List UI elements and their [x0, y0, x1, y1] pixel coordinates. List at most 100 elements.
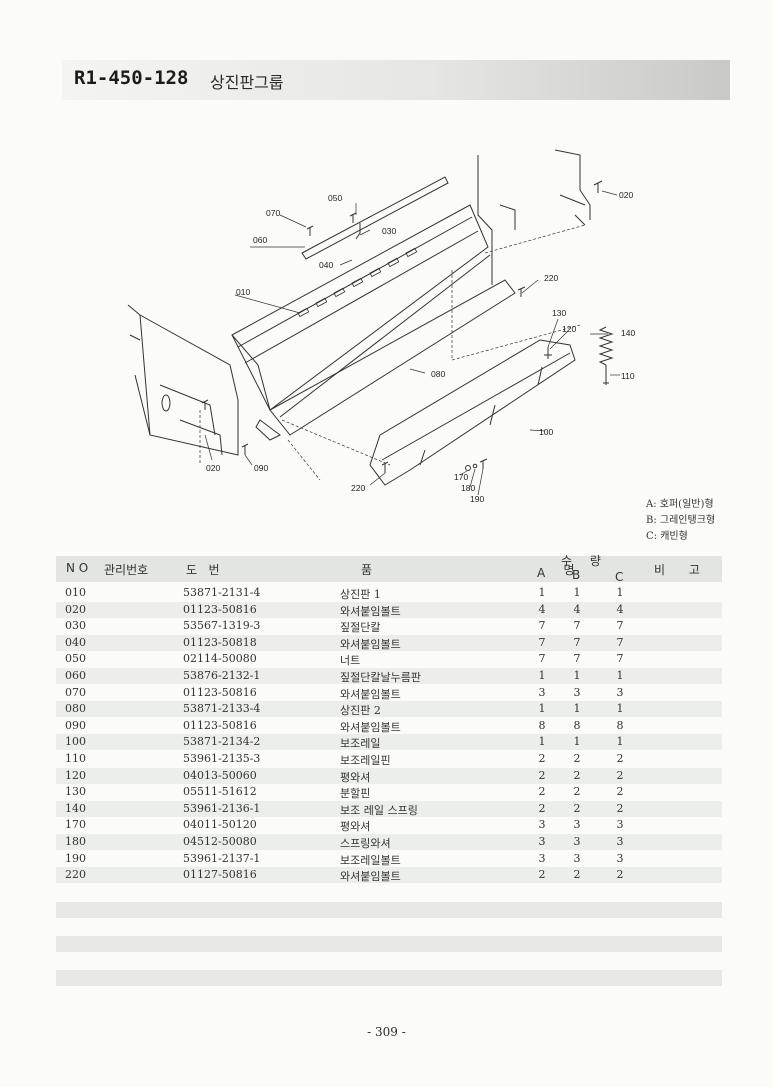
- cell-c: 2: [616, 768, 624, 782]
- cell-a: 2: [538, 785, 546, 799]
- cell-no: 100: [65, 735, 86, 749]
- cell-b: 1: [573, 735, 581, 749]
- cell-name: 짚절단칼: [340, 621, 381, 635]
- cell-no: 120: [65, 768, 86, 782]
- cell-a: 3: [538, 835, 546, 848]
- cell-a: 2: [538, 801, 546, 815]
- cell-a: 2: [538, 868, 546, 882]
- cell-b: 2: [573, 752, 581, 765]
- cell-drawing: 05511-51612: [183, 785, 257, 799]
- page-number: - 309 -: [367, 1025, 406, 1039]
- cell-c: 3: [616, 851, 624, 865]
- legend-item: A: 호퍼(일반)형: [646, 499, 714, 510]
- cell-c: 1: [616, 669, 624, 682]
- cell-name: 짚절단칼날누름판: [340, 671, 421, 684]
- cell-no: 190: [65, 851, 86, 865]
- cell-a: 8: [538, 718, 546, 732]
- cell-b: 2: [573, 801, 581, 815]
- cell-name: 와셔붙임볼트: [340, 604, 401, 618]
- cell-no: 130: [65, 785, 86, 799]
- cell-name: 와셔붙임볼트: [340, 687, 401, 701]
- cell-a: 3: [538, 818, 546, 832]
- cell-b: 7: [573, 652, 581, 666]
- cell-drawing: 01123-50816: [183, 602, 257, 616]
- col-b: B: [572, 568, 581, 582]
- cell-drawing: 53961-2137-1: [183, 851, 261, 865]
- col-remarks: 비 고: [654, 563, 700, 577]
- cell-a: 7: [538, 619, 546, 633]
- table-header: N O 관리번호 도 번 품 명 수 량 A B C 비 고: [56, 554, 722, 584]
- cell-c: 2: [616, 868, 624, 882]
- cell-no: 070: [65, 685, 86, 699]
- callout-020-top: 020: [619, 190, 633, 200]
- cell-a: 1: [538, 702, 546, 716]
- callout-220-bottom: 220: [351, 483, 365, 493]
- cell-no: 170: [65, 818, 86, 832]
- cell-c: 7: [616, 652, 624, 666]
- cell-no: 060: [65, 669, 86, 682]
- callout-190: 190: [470, 494, 484, 504]
- cell-name: 평와셔: [340, 770, 371, 784]
- cell-b: 3: [573, 818, 581, 832]
- variant-legend: A: 호퍼(일반)형 B: 그레인탱크형 C: 캐빈형: [646, 497, 715, 545]
- cell-a: 7: [538, 652, 546, 666]
- callout-170: 170: [454, 472, 468, 482]
- legend-item: B: 그레인탱크형: [646, 515, 716, 526]
- cell-b: 3: [573, 851, 581, 865]
- cell-drawing: 53871-2134-2: [183, 735, 261, 749]
- cell-c: 8: [616, 718, 624, 732]
- cell-b: 2: [573, 785, 581, 799]
- cell-c: 7: [616, 619, 624, 633]
- cell-a: 1: [538, 735, 546, 749]
- cell-drawing: 01127-50816: [183, 868, 257, 882]
- page-header: R1-450-128 상진판그룹: [62, 60, 730, 100]
- cell-b: 1: [573, 586, 581, 599]
- cell-name: 너트: [340, 654, 361, 668]
- cell-c: 4: [616, 602, 624, 616]
- cell-name: 보조레일핀: [340, 754, 391, 767]
- cell-drawing: 53876-2132-1: [183, 669, 261, 682]
- cell-a: 3: [538, 851, 546, 865]
- cell-b: 1: [573, 669, 581, 682]
- cell-drawing: 01123-50818: [183, 635, 257, 649]
- cell-c: 1: [616, 586, 624, 599]
- cell-b: 2: [573, 868, 581, 882]
- cell-name: 평와셔: [340, 820, 371, 834]
- cell-no: 010: [65, 586, 86, 599]
- cell-b: 3: [573, 835, 581, 848]
- callout-110: 110: [621, 371, 635, 381]
- cell-name: 보조 레일 스프링: [340, 803, 418, 817]
- callout-220-top: 220: [544, 273, 558, 283]
- cell-drawing: 53961-2136-1: [183, 801, 261, 815]
- parts-diagram: 050 070 030 060 040 010 020 220 130 120 …: [127, 149, 635, 504]
- cell-b: 7: [573, 635, 581, 649]
- callout-050: 050: [328, 193, 342, 203]
- cell-drawing: 04013-50060: [183, 768, 257, 782]
- cell-c: 3: [616, 685, 624, 699]
- cell-no: 220: [65, 868, 86, 882]
- cell-name: 상진판 1: [340, 588, 381, 601]
- callout-080: 080: [431, 369, 445, 379]
- cell-name: 분할핀: [340, 787, 371, 801]
- cell-c: 3: [616, 818, 624, 832]
- legend-item: C: 캐빈형: [646, 531, 688, 542]
- cell-name: 상진판 2: [340, 704, 381, 718]
- cell-c: 3: [616, 835, 624, 848]
- cell-b: 2: [573, 768, 581, 782]
- col-qty: 수 량: [561, 554, 601, 568]
- cell-c: 2: [616, 801, 624, 815]
- callout-010: 010: [236, 287, 250, 297]
- callout-040: 040: [319, 260, 333, 270]
- cell-b: 8: [573, 718, 581, 732]
